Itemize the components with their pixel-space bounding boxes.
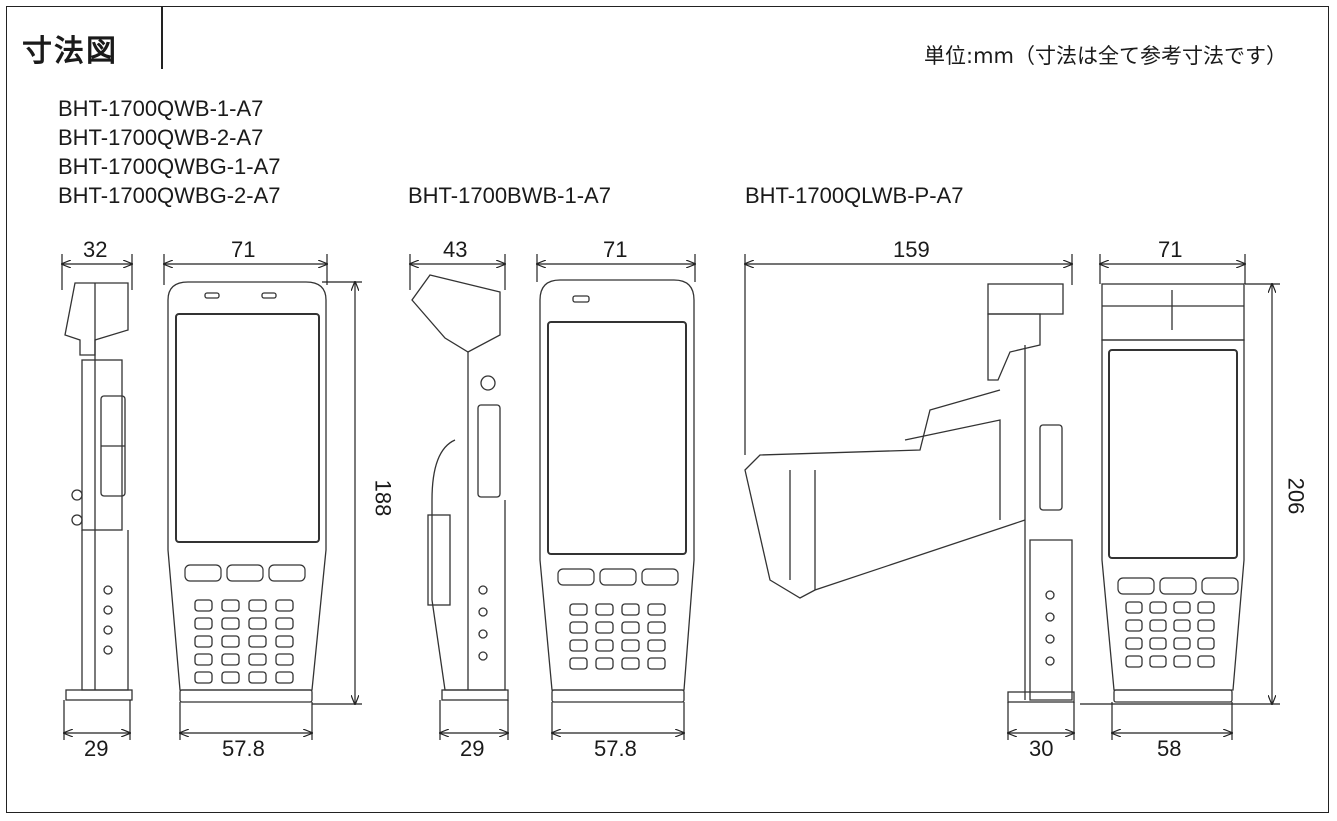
model-name: BHT-1700BWB-1-A7 [408, 183, 611, 208]
model-name: BHT-1700QWB-2-A7 [58, 125, 264, 150]
side-view-1 [64, 282, 133, 701]
model-list-group-2: BHT-1700BWB-1-A7 [408, 181, 611, 210]
unit-note: 単位:mm（寸法は全て参考寸法です） [924, 44, 1287, 68]
side-view-2 [411, 274, 509, 701]
model-list-group-1: BHT-1700QWB-1-A7 BHT-1700QWB-2-A7 BHT-17… [58, 94, 281, 210]
model-name: BHT-1700QWBG-1-A7 [58, 154, 281, 179]
dim-front-bottom-1: 57.8 [222, 736, 265, 761]
drawing-frame [6, 6, 1329, 813]
dim-side-top-2: 43 [443, 237, 468, 262]
model-name: BHT-1700QWB-1-A7 [58, 96, 264, 121]
dim-side-bottom-1: 29 [84, 736, 109, 761]
dim-side-top-1: 32 [83, 237, 108, 262]
page-title: 寸法図 [22, 34, 118, 69]
dim-front-top-1: 71 [231, 237, 256, 262]
model-name: BHT-1700QLWB-P-A7 [745, 183, 964, 208]
dim-height-1: 188 [370, 479, 396, 517]
front-view-2 [539, 279, 695, 703]
dim-front-top-3: 71 [1158, 237, 1183, 262]
dim-side-bottom-3: 30 [1029, 736, 1054, 761]
dim-front-bottom-2: 57.8 [594, 736, 637, 761]
model-name: BHT-1700QWBG-2-A7 [58, 183, 281, 208]
dim-side-top-3: 159 [893, 237, 930, 262]
dim-front-top-2: 71 [603, 237, 628, 262]
front-view-1 [167, 281, 327, 703]
dim-height-3: 206 [1283, 477, 1309, 515]
dimension-lines [62, 254, 1280, 740]
front-view-3 [1101, 283, 1245, 703]
dim-side-bottom-2: 29 [460, 736, 485, 761]
dim-front-bottom-3: 58 [1157, 736, 1182, 761]
side-view-3 [744, 283, 1075, 703]
model-list-group-3: BHT-1700QLWB-P-A7 [745, 181, 963, 210]
title-divider [161, 6, 163, 69]
